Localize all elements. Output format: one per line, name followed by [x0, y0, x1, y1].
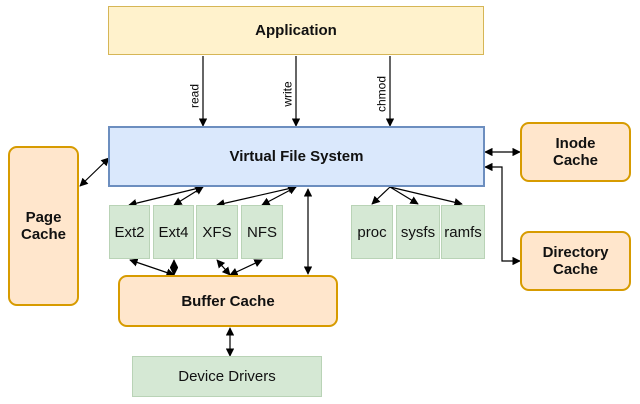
fs-label: proc — [357, 223, 387, 241]
fs-label: Ext2 — [114, 223, 145, 241]
arrow-vfs-ext2 — [128, 184, 204, 208]
device-drivers-box: Device Drivers — [132, 356, 322, 397]
label-chmod: chmod — [374, 74, 389, 114]
page-cache-box: Page Cache — [8, 146, 79, 306]
fs-box-nfs: NFS — [241, 205, 283, 259]
fs-label: NFS — [247, 223, 277, 241]
application-label: Application — [255, 22, 337, 39]
arrow-vfs-proc — [371, 186, 391, 205]
arrow-vfs-xfs — [216, 184, 297, 208]
arrow-xfs-buffer — [216, 259, 231, 276]
inode-cache-box: Inode Cache — [520, 122, 631, 182]
directory-cache-label: Directory Cache — [542, 244, 609, 278]
directory-cache-box: Directory Cache — [520, 231, 631, 291]
fs-box-xfs: XFS — [196, 205, 238, 259]
fs-label: sysfs — [400, 223, 436, 241]
arrow-vfs-ext4 — [173, 186, 204, 206]
fs-box-ext4: Ext4 — [153, 205, 194, 259]
arrow-ext2-buffer — [129, 258, 175, 277]
page-cache-label: Page Cache — [20, 209, 67, 243]
fs-label: XFS — [202, 223, 232, 241]
vfs-label: Virtual File System — [229, 148, 364, 165]
fs-box-proc: proc — [351, 205, 393, 259]
device-drivers-label: Device Drivers — [178, 368, 276, 385]
buffer-cache-box: Buffer Cache — [118, 275, 338, 327]
label-write: write — [280, 80, 295, 108]
arrow-nfs-buffer — [229, 259, 263, 276]
arrow-vfs-sysfs — [389, 186, 419, 205]
application-box: Application — [108, 6, 484, 55]
arrow-vfs-ramfs — [389, 186, 463, 207]
fs-label: ramfs — [444, 223, 482, 241]
fs-box-ext2: Ext2 — [109, 205, 150, 259]
fs-box-sysfs: sysfs — [396, 205, 440, 259]
arrow-vfs-directory — [484, 162, 521, 266]
vfs-box: Virtual File System — [108, 126, 485, 187]
fs-box-ramfs: ramfs — [441, 205, 485, 259]
inode-cache-label: Inode Cache — [552, 135, 599, 169]
arrow-page-vfs — [79, 157, 110, 187]
fs-label: Ext4 — [158, 223, 189, 241]
arrow-vfs-nfs — [261, 186, 297, 206]
label-read: read — [187, 82, 202, 110]
buffer-cache-label: Buffer Cache — [181, 292, 275, 310]
